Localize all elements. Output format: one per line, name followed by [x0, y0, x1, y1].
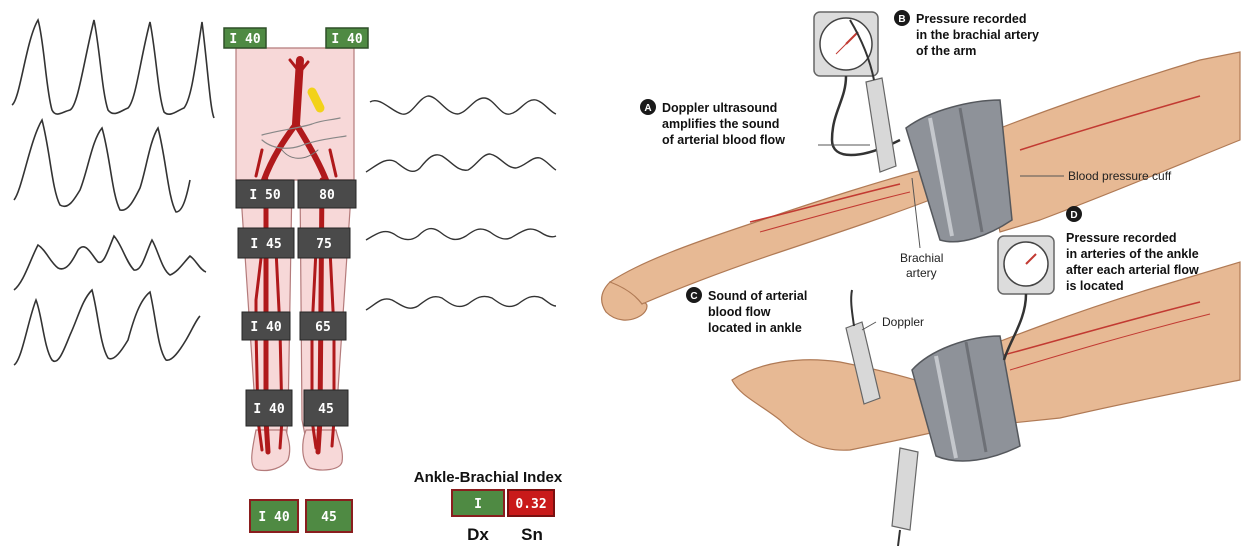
cuff-label: Blood pressure cuff	[1068, 169, 1172, 183]
callout-d-line-4: is located	[1066, 279, 1124, 293]
callout-a: A Doppler ultrasound amplifies the sound…	[640, 99, 785, 147]
callout-d-line-2: in arteries of the ankle	[1066, 247, 1199, 261]
callout-a-line-3: of arterial blood flow	[662, 133, 785, 147]
right-foot	[252, 430, 290, 471]
cuff-1-right-value: I 50	[249, 188, 280, 203]
arm-pressure-right-value: I 40	[229, 32, 260, 47]
doppler-procedure-panel: A Doppler ultrasound amplifies the sound…	[600, 0, 1243, 546]
callout-b-letter: B	[898, 14, 905, 25]
callout-a-line-2: amplifies the sound	[662, 117, 779, 131]
callout-d-line-3: after each arterial flow	[1066, 263, 1199, 277]
arm-pressure-left-value: I 40	[331, 32, 362, 47]
callout-c-line-2: blood flow	[708, 305, 771, 319]
callout-d-line-1: Pressure recorded	[1066, 231, 1176, 245]
callout-b-line-3: of the arm	[916, 44, 976, 58]
ankle-pressure-left: 45	[306, 500, 352, 532]
abi-title: Ankle-Brachial Index	[414, 469, 563, 486]
abi-measurement-panel: I 40 I 40 I 50 80 I 45 75 I 40 65 I 40 4…	[0, 0, 590, 546]
ankle-pressure-right: I 40	[250, 500, 298, 532]
cuff-3-right-value: I 40	[250, 320, 281, 335]
cuff-row-2: I 45 75	[238, 228, 350, 258]
arm-pressure-left: I 40	[326, 28, 368, 48]
callout-b-line-2: in the brachial artery	[916, 28, 1039, 42]
cuff-4-left-value: 45	[318, 402, 334, 417]
cuff-1-left-value: 80	[319, 188, 335, 203]
callout-a-letter: A	[644, 103, 651, 114]
abi-dx-value: I	[474, 497, 482, 512]
callout-d-letter: D	[1070, 210, 1077, 221]
callout-a-line-1: Doppler ultrasound	[662, 101, 777, 115]
abi-sn-box: 0.32	[508, 490, 554, 516]
abi-dx-box: I	[452, 490, 504, 516]
cuff-2-left-value: 75	[316, 237, 332, 252]
callout-c-line-1: Sound of arterial	[708, 289, 807, 303]
left-foot	[303, 430, 343, 470]
brachial-label-line-2: artery	[906, 266, 937, 280]
doppler-label: Doppler	[882, 315, 924, 329]
brachial-label-line-1: Brachial	[900, 251, 943, 265]
abi-sn-label: Sn	[521, 525, 543, 544]
ankle-pressure-right-value: I 40	[258, 510, 289, 525]
callout-b-line-1: Pressure recorded	[916, 12, 1026, 26]
abi-diagram: I 40 I 40 I 50 80 I 45 75 I 40 65 I 40 4…	[0, 0, 590, 546]
abi-dx-label: Dx	[467, 525, 489, 544]
ankle-pressure-left-value: 45	[321, 510, 337, 525]
callout-c-letter: C	[690, 291, 697, 302]
cuff-2-right-value: I 45	[250, 237, 281, 252]
doppler-illustration: A Doppler ultrasound amplifies the sound…	[600, 0, 1243, 546]
arm-pressure-right: I 40	[224, 28, 266, 48]
cuff-3-left-value: 65	[315, 320, 331, 335]
cuff-4-right-value: I 40	[253, 402, 284, 417]
callout-c-line-3: located in ankle	[708, 321, 802, 335]
abi-sn-value: 0.32	[515, 497, 546, 512]
